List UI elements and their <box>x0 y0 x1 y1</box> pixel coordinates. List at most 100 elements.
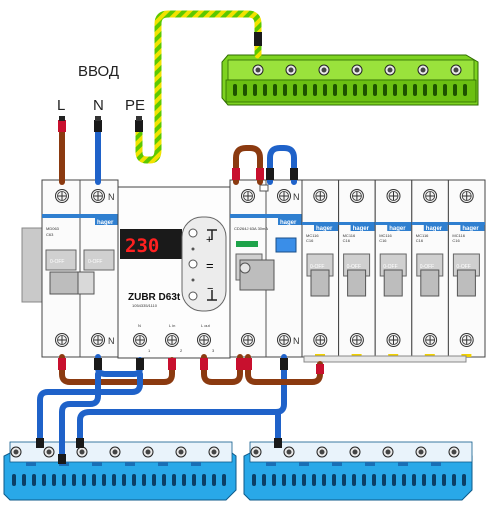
breaker-state: 0-OFF <box>383 264 397 270</box>
ground-bus-screw <box>252 64 264 76</box>
main-breaker-state-left: 0-OFF <box>50 259 64 265</box>
main-breaker-screw-l-top <box>55 189 69 203</box>
ground-bus-screw <box>318 64 330 76</box>
breaker-toggle[interactable] <box>420 269 440 297</box>
voltage-relay: 230 V + = − ZUBR D63t 1054335/1110 N L i… <box>117 186 231 359</box>
rcd-screw-l-bottom <box>241 333 255 347</box>
relay-display-value: 230 <box>125 235 159 257</box>
n-bus-screw <box>142 446 154 458</box>
relay-up-label: + <box>206 234 212 246</box>
relay-term-2: 2 <box>180 348 183 353</box>
main-breaker-brand: hager <box>97 220 114 226</box>
main-breaker-screw-l-bottom <box>55 333 69 347</box>
breaker-rating: C16 <box>416 238 424 243</box>
wires <box>37 10 323 465</box>
rcd-top-blue-loop <box>267 145 297 185</box>
rcd-screw-l-top <box>241 189 255 203</box>
relay-button-up[interactable] <box>188 228 198 238</box>
breaker-state: 0-OFF <box>310 264 324 270</box>
relay-display <box>120 229 182 259</box>
main-breaker-n-mark-top: N <box>108 192 115 202</box>
n-relay-to-bus-wire <box>37 371 143 443</box>
breaker-state: 0-OFF <box>347 264 361 270</box>
n-bus-screw <box>415 446 427 458</box>
breaker-screw-top <box>349 189 364 203</box>
main-breaker-model: MD063 <box>46 226 60 231</box>
n-bus-screw <box>382 446 394 458</box>
n-bus-screw <box>316 446 328 458</box>
n-bus-screw <box>208 446 220 458</box>
relay-term-lin-label: L in <box>169 323 175 328</box>
breaker-brand: hager <box>389 226 406 232</box>
n-bus-screw <box>76 446 88 458</box>
breaker-screw-bottom <box>386 333 401 347</box>
rcd-top-brown-loop <box>233 145 263 185</box>
rcd-screw-n-top <box>277 189 291 203</box>
breaker-screw-top <box>313 189 328 203</box>
breaker-screw-bottom <box>349 333 364 347</box>
din-rail-left <box>21 227 43 303</box>
n-bus-screw <box>349 446 361 458</box>
n-bus-screw <box>175 446 187 458</box>
ground-bus-screw <box>417 64 429 76</box>
n-bus-screw <box>109 446 121 458</box>
breaker-state: 0-OFF <box>420 264 434 270</box>
main-breaker-n-mark-bottom: N <box>108 336 115 346</box>
breaker-rating: C16 <box>379 238 387 243</box>
n-bus-left <box>3 441 237 501</box>
breaker-toggle[interactable] <box>310 269 330 297</box>
rcd-n-mark-bottom: N <box>293 336 300 346</box>
circuit-breakers: hagerMC116C160-OFFhagerMC116C160-OFFhage… <box>301 179 486 358</box>
breaker-screw-bottom <box>423 333 438 347</box>
breaker-brand: hager <box>353 226 370 232</box>
breaker-brand: hager <box>426 226 443 232</box>
relay-term-1: 1 <box>148 348 151 353</box>
breaker-toggle[interactable] <box>456 269 476 297</box>
n-main-to-relay-wire <box>95 354 143 377</box>
rcd-toggle[interactable] <box>239 259 275 291</box>
relay-term-lout-label: L out <box>201 323 211 328</box>
breaker-toggle[interactable] <box>347 269 367 297</box>
ferrules <box>36 32 324 464</box>
neutral-label: N <box>93 97 104 114</box>
main-breaker-screw-n-bottom <box>91 333 105 347</box>
n-bus-right <box>243 441 473 501</box>
main-breaker-state-right: 0-OFF <box>88 259 102 265</box>
relay-set-label: = <box>206 258 214 273</box>
breaker-model: MC116 <box>343 233 356 238</box>
main-breaker: hager MD063 C63 0-OFF 0-OFF N N <box>41 179 119 358</box>
comb-busbar <box>303 355 467 363</box>
relay-screw-lin <box>165 333 179 347</box>
n-bus-screw <box>43 446 55 458</box>
rcd: hager CD264J 63A 30mA N N <box>229 179 303 358</box>
rcd-screw-n-bottom <box>277 333 291 347</box>
relay-button-set[interactable] <box>188 259 198 269</box>
breaker-rating: C16 <box>343 238 351 243</box>
relay-button-down[interactable] <box>188 291 198 301</box>
breaker-model: MC116 <box>416 233 429 238</box>
relay-down-label: − <box>207 283 213 295</box>
relay-screw-lout <box>197 333 211 347</box>
rcd-test-button[interactable] <box>236 241 258 247</box>
rcd-n-mark-top: N <box>293 192 300 202</box>
l-relay-to-rcd-wire <box>201 354 243 385</box>
n-rcd-to-left-bus-wire <box>77 354 287 443</box>
breaker-toggle[interactable] <box>383 269 403 297</box>
n-bus-screw <box>448 446 460 458</box>
rcd-brand: hager <box>280 220 297 226</box>
ground-bus-screw <box>450 64 462 76</box>
relay-term-3: 3 <box>212 348 215 353</box>
line-label: L <box>57 97 65 114</box>
pe-label: PE <box>125 97 145 114</box>
breaker-screw-bottom <box>459 333 474 347</box>
relay-screw-n <box>133 333 147 347</box>
n-bus-screw <box>250 446 262 458</box>
breaker-screw-top <box>386 189 401 203</box>
rcd-model: CD264J 63A 30mA <box>234 226 268 231</box>
